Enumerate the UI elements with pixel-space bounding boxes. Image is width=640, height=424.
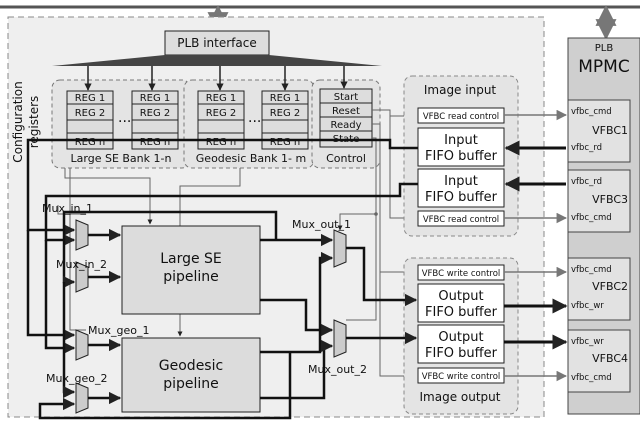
svg-text:Large SE: Large SE [160, 251, 222, 267]
geodesic-pipeline [121, 337, 261, 413]
svg-text:vfbc_cmd: vfbc_cmd [571, 373, 612, 383]
mux-out-2 [333, 319, 347, 358]
mpmc-plb-label: PLB [595, 43, 614, 54]
mux-out-1 [333, 229, 347, 268]
svg-text:REG 1: REG 1 [206, 93, 237, 104]
large-se-bank-ellipsis: ... [118, 110, 131, 126]
svg-text:REG 2: REG 2 [270, 108, 301, 119]
mpmc-title: MPMC [578, 57, 629, 77]
vfbc3-port [567, 169, 631, 233]
config-registers-label: Configuration registers [11, 81, 41, 162]
mux-geo-1-label: Mux_geo_1 [88, 324, 149, 337]
svg-text:Input: Input [444, 174, 478, 189]
svg-text:REG 2: REG 2 [75, 108, 106, 119]
control-caption: Control [326, 152, 366, 165]
mux-in-2 [75, 261, 89, 293]
mux-in-2-label: Mux_in_2 [56, 258, 107, 271]
svg-text:VFBC3: VFBC3 [592, 193, 628, 206]
mux-geo-2-label: Mux_geo_2 [46, 372, 107, 385]
mux-geo-2 [75, 382, 89, 414]
svg-text:vfbc_rd: vfbc_rd [571, 143, 602, 153]
plb-interface-box [164, 30, 270, 56]
svg-text:FIFO buffer: FIFO buffer [425, 305, 498, 320]
svg-text:vfbc_cmd: vfbc_cmd [571, 213, 612, 223]
svg-text:FIFO buffer: FIFO buffer [425, 190, 498, 205]
svg-text:REG 1: REG 1 [140, 93, 171, 104]
svg-text:REG 1: REG 1 [75, 93, 106, 104]
svg-text:Start: Start [334, 92, 359, 103]
mux-out-2-label: Mux_out_2 [308, 363, 367, 376]
svg-text:REG n: REG n [140, 137, 171, 148]
output-fifo-2 [417, 324, 505, 364]
plb-interface-label: PLB interface [177, 36, 257, 50]
svg-text:Output: Output [438, 330, 483, 345]
image-output-title: Image output [420, 390, 501, 404]
large-se-bank-caption: Large SE Bank 1-n [71, 152, 172, 165]
svg-text:FIFO buffer: FIFO buffer [425, 346, 498, 361]
svg-text:VFBC read control: VFBC read control [423, 215, 499, 225]
svg-text:registers: registers [27, 96, 41, 149]
svg-text:vfbc_wr: vfbc_wr [571, 337, 604, 347]
data-paths [26, 138, 418, 420]
svg-text:Reset: Reset [332, 106, 360, 117]
svg-text:Output: Output [438, 289, 483, 304]
control-register: Start Reset Ready State [319, 88, 373, 148]
svg-text:REG n: REG n [75, 137, 106, 148]
svg-text:REG n: REG n [270, 137, 301, 148]
svg-text:vfbc_rd: vfbc_rd [571, 177, 602, 187]
svg-text:VFBC4: VFBC4 [592, 352, 628, 365]
svg-text:vfbc_cmd: vfbc_cmd [571, 265, 612, 275]
svg-text:VFBC write control: VFBC write control [422, 372, 501, 382]
svg-text:VFBC read control: VFBC read control [423, 112, 499, 122]
svg-text:Configuration: Configuration [11, 81, 25, 162]
vfbc2-port [567, 257, 631, 321]
vfbc1-port [567, 99, 631, 163]
mux-in-1 [75, 219, 89, 251]
large-se-pipeline [121, 225, 261, 315]
output-fifo-1 [417, 283, 505, 323]
svg-text:FIFO buffer: FIFO buffer [425, 149, 498, 164]
vfbc4-port [567, 329, 631, 393]
svg-text:VFBC write control: VFBC write control [422, 269, 501, 279]
svg-text:Geodesic: Geodesic [159, 358, 223, 374]
geodesic-bank-ellipsis: ... [248, 110, 261, 126]
svg-text:pipeline: pipeline [163, 269, 219, 285]
svg-text:Ready: Ready [330, 120, 361, 131]
svg-text:vfbc_wr: vfbc_wr [571, 301, 604, 311]
svg-text:Input: Input [444, 133, 478, 148]
mux-geo-1 [75, 329, 89, 361]
svg-text:VFBC1: VFBC1 [592, 124, 628, 137]
svg-text:REG 2: REG 2 [140, 108, 171, 119]
input-fifo-2 [417, 168, 505, 208]
geodesic-bank-caption: Geodesic Bank 1- m [196, 152, 306, 165]
svg-text:pipeline: pipeline [163, 376, 219, 392]
input-fifo-1 [417, 127, 505, 167]
plb-trapezoid [52, 55, 382, 66]
mux-out-1-label: Mux_out_1 [292, 218, 351, 231]
svg-text:vfbc_cmd: vfbc_cmd [571, 107, 612, 117]
svg-text:VFBC2: VFBC2 [592, 280, 628, 293]
svg-text:REG n: REG n [206, 137, 237, 148]
svg-text:REG 2: REG 2 [206, 108, 237, 119]
image-input-title: Image input [424, 83, 497, 97]
svg-text:REG 1: REG 1 [270, 93, 301, 104]
